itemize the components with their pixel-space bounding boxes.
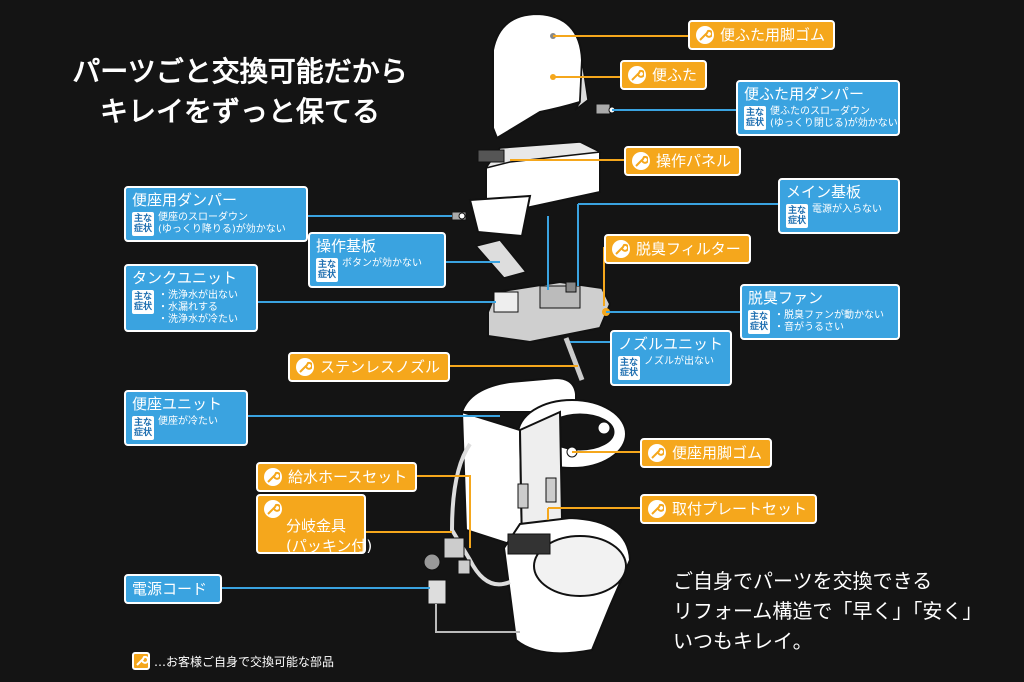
symptom: ・水漏れする [158, 302, 218, 313]
label-text: 便ふた [652, 66, 698, 84]
symptom: (ゆっくり降りる)が効かない [158, 224, 286, 235]
label-title: 便ふた用ダンパー [744, 85, 865, 103]
symptom: (ゆっくり閉じる)が効かない [770, 118, 898, 129]
headline-line-1: パーツごと交換可能だから [72, 55, 408, 88]
nozzle-part [563, 337, 585, 381]
lid-damper-part [595, 103, 616, 115]
label-text: 取付プレートセット [672, 500, 808, 518]
seat-damper-part [451, 211, 467, 221]
legend-text: …お客様ご自身で交換可能な部品 [154, 654, 335, 669]
branch-fitting [423, 537, 471, 575]
wrench-icon [632, 152, 650, 170]
label-seat-damper: 便座用ダンパー 主な症状 便座のスローダウン(ゆっくり降りる)が効かない [124, 186, 308, 242]
wrench-icon [628, 66, 646, 84]
label-title: 脱臭ファン [748, 289, 824, 307]
symptom-tag: 主な症状 [316, 258, 338, 282]
legend: …お客様ご自身で交換可能な部品 [132, 652, 334, 670]
symptom-tag: 主な症状 [132, 290, 154, 314]
label-text: 給水ホースセット [288, 468, 408, 486]
tank-unit-part [487, 280, 612, 344]
bowl-part [502, 516, 632, 655]
symptom-tag: 主な症状 [744, 106, 766, 130]
label-text: 脱臭フィルター [636, 240, 741, 258]
symptom: ボタンが効かない [342, 258, 422, 269]
label-seat-rubber: 便座用脚ゴム [640, 438, 773, 468]
label-text-sub: (パッキン付) [286, 537, 373, 555]
symptom: 便座が冷たい [158, 416, 218, 427]
label-main-board: メイン基板 主な症状 電源が入らない [778, 178, 900, 234]
label-tank: タンクユニット 主な症状 ・洗浄水が出ない・水漏れする・洗浄水が冷たい [124, 264, 258, 332]
label-plate-set: 取付プレートセット [640, 494, 818, 524]
label-title: メイン基板 [786, 183, 862, 201]
wrench-icon [296, 358, 314, 376]
tagline-line-2: リフォーム構造で「早く」「安く」 [673, 599, 983, 623]
symptom-tag: 主な症状 [132, 212, 154, 236]
headline: パーツごと交換可能だから キレイをずっと保てる [50, 52, 430, 132]
wrench-icon [264, 468, 282, 486]
symptom: 便座のスローダウン [158, 212, 248, 223]
symptom: 便ふたのスローダウン [770, 106, 870, 117]
label-seat-unit: 便座ユニット 主な症状 便座が冷たい [124, 390, 248, 446]
label-title: タンクユニット [132, 269, 238, 287]
label-nozzle-steel: ステンレスノズル [288, 352, 451, 382]
tagline-line-1: ご自身でパーツを交換できる [673, 569, 933, 593]
wrench-icon [648, 444, 666, 462]
symptom-tag: 主な症状 [786, 204, 808, 228]
wrench-icon [264, 500, 282, 518]
wrench-icon [648, 500, 666, 518]
control-head-part [468, 140, 603, 238]
symptom-tag: 主な症状 [618, 356, 640, 380]
tagline-line-3: いつもキレイ。 [673, 629, 813, 653]
water-hose [449, 442, 511, 587]
label-title: 便座用ダンパー [132, 191, 238, 209]
label-fan: 脱臭ファン 主な症状 ・脱臭ファンが動かない・音がうるさい [740, 284, 900, 340]
symptom: ・音がうるさい [774, 322, 844, 333]
label-lid: 便ふた [620, 60, 708, 90]
label-hose-set: 給水ホースセット [256, 462, 418, 492]
label-panel: 操作パネル [624, 146, 742, 176]
label-nozzle-unit: ノズルユニット 主な症状 ノズルが出ない [610, 330, 732, 386]
label-title: 操作基板 [316, 237, 377, 255]
lid-edge [574, 59, 589, 111]
label-deodor-filter: 脱臭フィルター [604, 234, 751, 264]
symptom-tag: 主な症状 [132, 416, 154, 440]
symptom: ・洗浄水が冷たい [158, 314, 238, 325]
symptom: ・脱臭ファンが動かない [774, 310, 884, 321]
outlet [427, 579, 520, 633]
label-lid-rubber: 便ふた用脚ゴム [688, 20, 836, 50]
label-text: 便座用脚ゴム [672, 444, 763, 462]
control-board-part [474, 239, 528, 279]
wrench-icon [132, 652, 150, 670]
symptom-tag: 主な症状 [748, 310, 770, 334]
lid-part [492, 12, 584, 140]
plate-bolts [517, 477, 557, 509]
label-text: 分岐金具 [286, 517, 347, 535]
label-title: ノズルユニット [618, 335, 724, 353]
symptom: 電源が入らない [812, 204, 882, 215]
label-title: 便座ユニット [132, 395, 223, 413]
label-branch: 分岐金具 (パッキン付) [256, 494, 372, 555]
connector-lines [222, 35, 780, 589]
label-ctrl-board: 操作基板 主な症状 ボタンが効かない [308, 232, 446, 288]
tank-body-part [460, 410, 564, 550]
tagline: ご自身でパーツを交換できる リフォーム構造で「早く」「安く」 いつもキレイ。 [673, 566, 982, 656]
symptom: ノズルが出ない [644, 356, 714, 367]
label-text: 操作パネル [656, 152, 732, 170]
wrench-icon [612, 240, 630, 258]
headline-line-2: キレイをずっと保てる [99, 95, 380, 128]
wrench-icon [696, 26, 714, 44]
symptom: ・洗浄水が出ない [158, 290, 238, 301]
label-power-cord: 電源コード [124, 574, 222, 604]
label-text: ステンレスノズル [320, 358, 441, 376]
label-title: 電源コード [132, 580, 208, 598]
label-lid-damper: 便ふた用ダンパー 主な症状 便ふたのスローダウン(ゆっくり閉じる)が効かない [736, 80, 900, 136]
label-text: 便ふた用脚ゴム [720, 26, 826, 44]
